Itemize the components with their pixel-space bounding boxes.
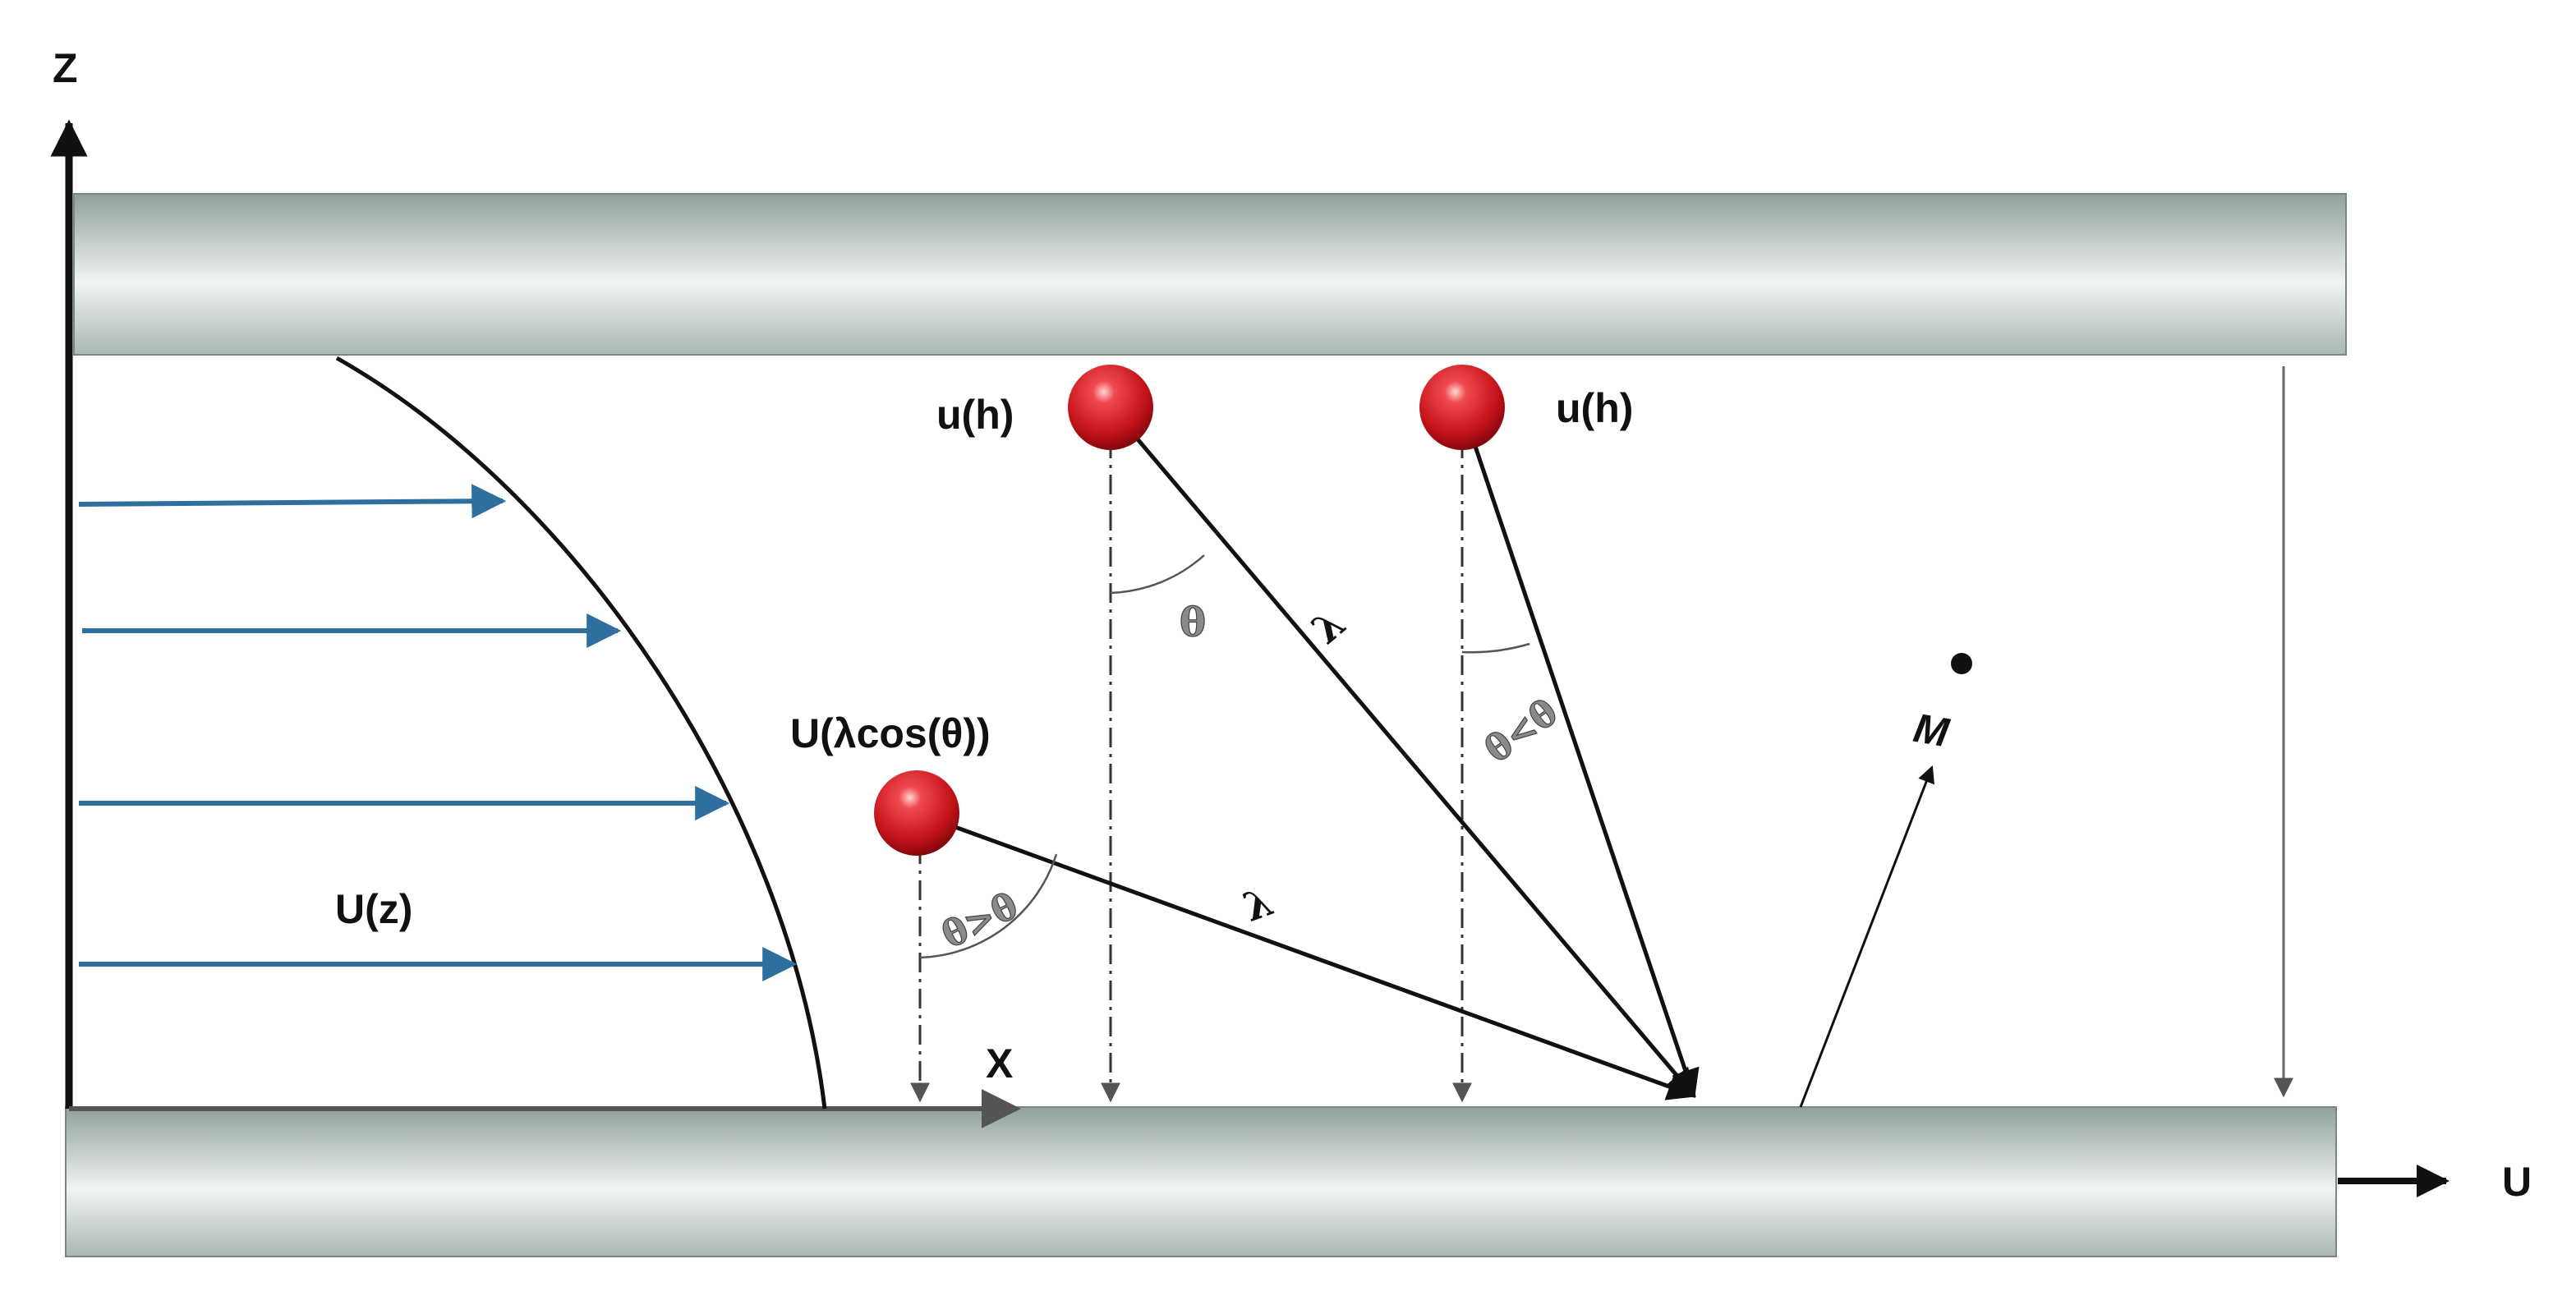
- angle-arc: [1461, 642, 1530, 654]
- particle-top-left: [1068, 365, 1153, 450]
- angle-theta-label: θ: [1180, 600, 1206, 646]
- particle-top-left-label: u(h): [936, 392, 1014, 438]
- bottom-plate: [65, 1106, 2337, 1257]
- z-axis-label: Z: [53, 45, 78, 91]
- lambda-label: λ: [1238, 879, 1280, 931]
- trajectory-line: [916, 811, 1697, 1100]
- angle-arc: [919, 853, 1058, 959]
- particle-low: [874, 770, 959, 856]
- top-plate: [73, 193, 2347, 356]
- angle-less-label: θ<θ: [1478, 691, 1566, 771]
- trajectory-line: [1460, 407, 1700, 1099]
- angle-greater-label: θ>θ: [936, 884, 1024, 957]
- angle-arc: [1110, 554, 1205, 595]
- plate-velocity-label: U: [2502, 1159, 2532, 1205]
- flow-arrow: [78, 484, 507, 519]
- m-label: M: [1911, 705, 1953, 756]
- particle-low-label: U(λcos(θ)): [790, 710, 991, 756]
- m-arrow: [1799, 765, 1934, 1108]
- x-axis-label: X: [986, 1041, 1013, 1087]
- velocity-profile-curve: [335, 356, 827, 1110]
- particle-top-right: [1419, 365, 1505, 450]
- trajectory-line: [1109, 406, 1696, 1098]
- profile-label: U(z): [335, 886, 412, 932]
- m-point: [1951, 653, 1972, 674]
- particle-top-right-label: u(h): [1556, 385, 1633, 431]
